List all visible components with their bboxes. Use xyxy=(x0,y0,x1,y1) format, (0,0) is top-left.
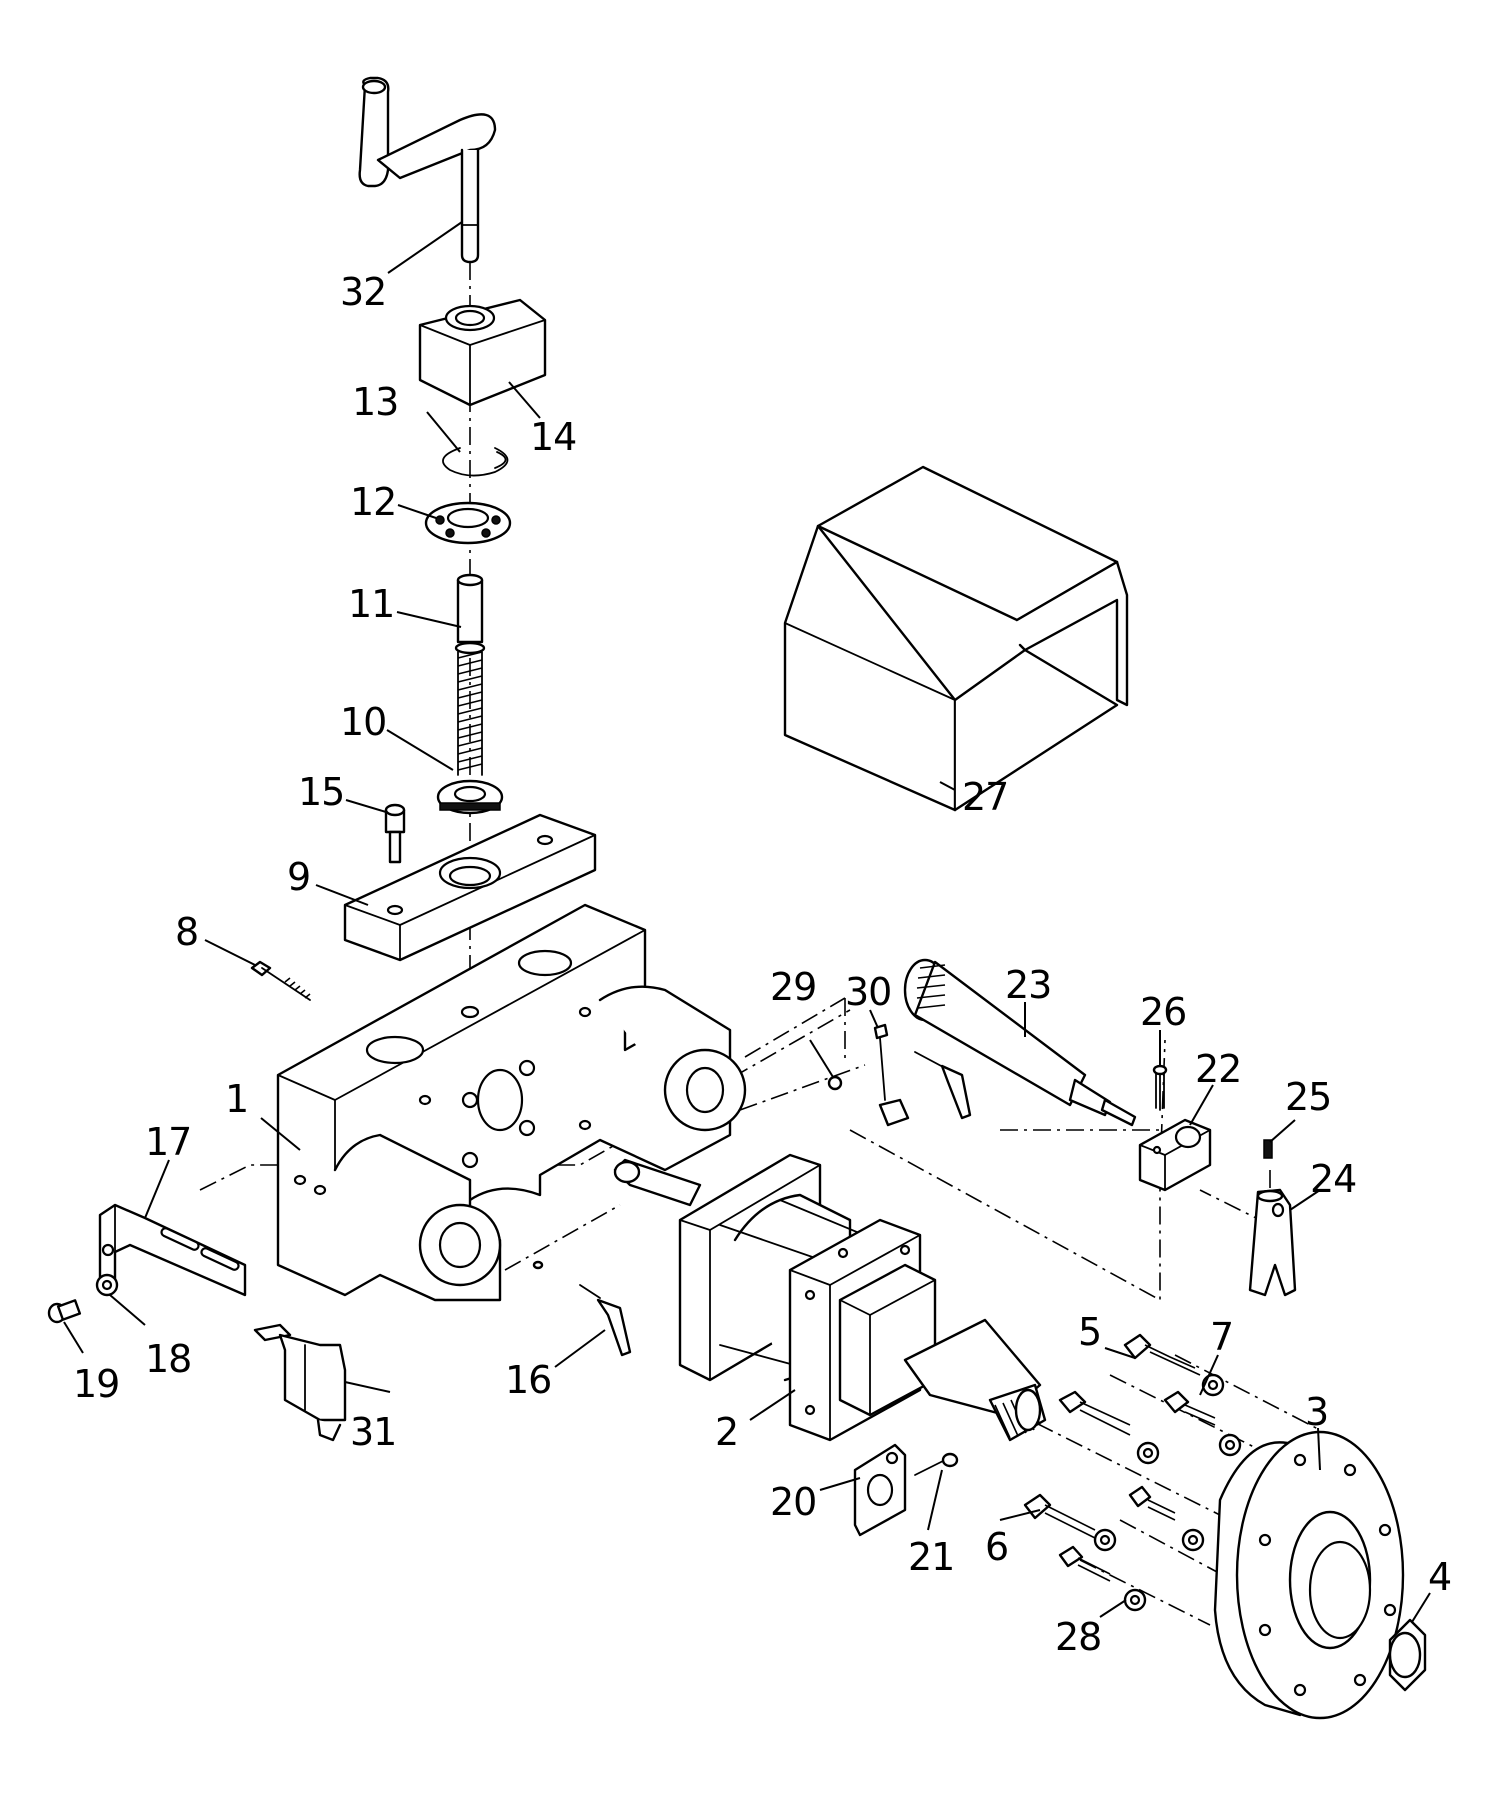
lead-screw-part-11 xyxy=(454,573,486,776)
retaining-ring-part-13 xyxy=(442,447,509,477)
small-screw-part-19 xyxy=(47,1299,82,1324)
callout-29: 29 xyxy=(770,965,816,1009)
callout-14: 14 xyxy=(530,415,576,459)
callout-20: 20 xyxy=(770,1480,816,1524)
callout-18: 18 xyxy=(145,1337,191,1381)
bolts-and-nuts-parts-5-6-7-28 xyxy=(1023,1333,1242,1612)
callout-4: 4 xyxy=(1428,1555,1451,1599)
crank-handle-part-32 xyxy=(358,76,497,264)
fork-part-24 xyxy=(1248,1188,1297,1297)
callout-7: 7 xyxy=(1210,1315,1233,1359)
callout-19: 19 xyxy=(73,1362,119,1406)
callout-27: 27 xyxy=(962,775,1008,819)
callout-3: 3 xyxy=(1305,1390,1328,1434)
set-screw-part-26 xyxy=(1152,1064,1168,1111)
ball-bearing-part-12 xyxy=(424,501,512,545)
callout-10: 10 xyxy=(340,700,386,744)
screw-part-21 xyxy=(914,1452,959,1476)
clamp-lever-part-16 xyxy=(532,1260,632,1357)
screw-part-30 xyxy=(873,1023,910,1127)
thrust-bearing-part-10 xyxy=(436,779,504,815)
bearing-block-part-14 xyxy=(418,298,547,407)
callouts: 32 13 14 12 11 10 15 9 8 1 17 18 19 31 1… xyxy=(73,270,1452,1659)
washer-part-18 xyxy=(95,1273,119,1297)
callout-9: 9 xyxy=(287,855,310,899)
main-body-part-1 xyxy=(276,903,747,1302)
hex-nut-part-4 xyxy=(1388,1618,1427,1692)
callout-1: 1 xyxy=(225,1077,248,1121)
callout-23: 23 xyxy=(1005,963,1051,1007)
callout-25: 25 xyxy=(1285,1075,1331,1119)
bracket-part-17 xyxy=(98,1203,247,1297)
guard-cover-part-27 xyxy=(783,465,1129,812)
callout-5: 5 xyxy=(1078,1310,1101,1354)
cylinder-part-2 xyxy=(613,1153,1047,1442)
cap-screw-part-15 xyxy=(384,803,406,864)
top-plate-part-9 xyxy=(343,813,597,962)
small-nut-part-29 xyxy=(827,1075,843,1091)
callout-16: 16 xyxy=(505,1358,551,1402)
limit-switch-part-31 xyxy=(253,1323,347,1442)
leader-lines xyxy=(63,221,1431,1623)
callout-12: 12 xyxy=(350,480,396,524)
long-screw-part-8 xyxy=(250,960,311,1001)
callout-31: 31 xyxy=(350,1410,396,1454)
flange-part-3 xyxy=(1213,1430,1405,1720)
handle-shaft-part-23 xyxy=(903,958,1137,1127)
callout-2: 2 xyxy=(715,1410,738,1454)
callout-32: 32 xyxy=(340,270,386,314)
callout-22: 22 xyxy=(1195,1047,1241,1091)
callout-13: 13 xyxy=(352,380,398,424)
pin-part-25 xyxy=(1263,1139,1273,1159)
callout-24: 24 xyxy=(1310,1157,1356,1201)
callout-26: 26 xyxy=(1140,990,1186,1034)
callout-28: 28 xyxy=(1055,1615,1101,1659)
shaft-collar-part-22 xyxy=(1138,1118,1212,1192)
callout-17: 17 xyxy=(145,1120,191,1164)
callout-21: 21 xyxy=(908,1535,954,1579)
callout-6: 6 xyxy=(985,1525,1008,1569)
clamp-lever-upper xyxy=(914,1051,972,1120)
callout-11: 11 xyxy=(348,582,394,626)
callout-15: 15 xyxy=(298,770,344,814)
callout-8: 8 xyxy=(175,910,198,954)
plate-part-20 xyxy=(853,1443,907,1537)
callout-30: 30 xyxy=(845,970,891,1014)
